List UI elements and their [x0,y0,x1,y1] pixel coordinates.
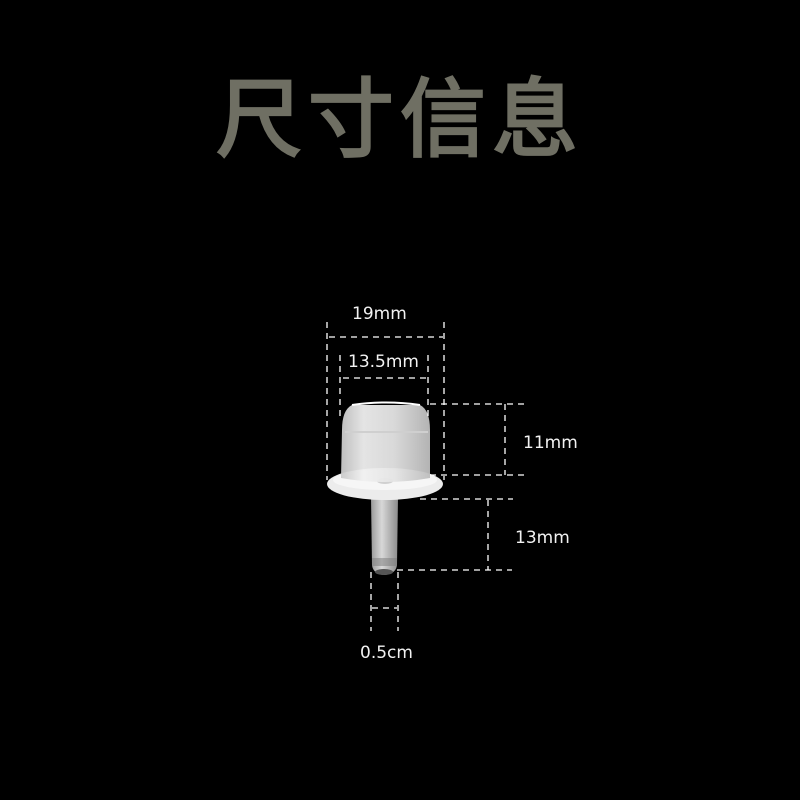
label-inner-diameter: 13.5mm [348,352,419,372]
page-title: 尺寸信息 [216,70,584,170]
label-stem-length: 13mm [515,528,570,548]
label-stem-diameter: 0.5cm [360,643,413,663]
label-cup-height: 11mm [523,433,578,453]
product-part [327,401,443,575]
label-outer-diameter: 19mm [352,304,407,324]
dimension-lines [326,322,528,631]
